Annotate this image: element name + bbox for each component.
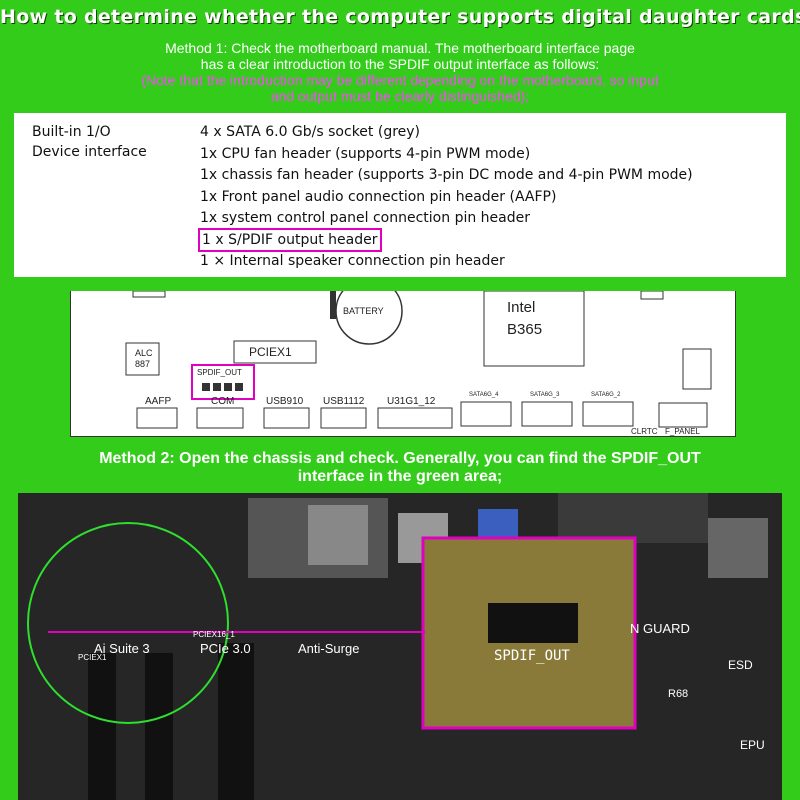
sata3-label: SATA6G_3 — [530, 392, 560, 398]
aafp-label: AAFP — [145, 396, 172, 407]
manual-item: 1x system control panel connection pin h… — [200, 210, 530, 226]
photo-anti-surge: Anti-Surge — [298, 641, 360, 656]
photo-r68: R68 — [668, 688, 689, 700]
photo-pciex16: PCIEX16_1 — [193, 630, 235, 639]
photo-guard: N GUARD — [630, 621, 690, 636]
intel-label: Intel — [507, 299, 536, 316]
manual-label-device: Device interface — [32, 144, 147, 160]
u31g1-label: U31G1_12 — [387, 396, 436, 407]
photo-spdif-label: SPDIF_OUT — [494, 648, 570, 664]
clrtc-label: CLRTC — [631, 427, 658, 436]
board-layout-diagram: BATTERY Intel B365 ALC 887 PCIEX1 SPDIF_… — [70, 291, 736, 437]
manual-item-spdif-highlight: 1 x S/PDIF output header — [198, 228, 382, 252]
board-drawing — [125, 291, 712, 429]
method1-line2: has a clear introduction to the SPDIF ou… — [200, 56, 600, 72]
photo-pcie: PCIe 3.0 — [200, 641, 251, 656]
fpanel-label: F_PANEL — [665, 427, 700, 436]
manual-item: 1x chassis fan header (supports 3-pin DC… — [200, 167, 693, 183]
page-title: How to determine whether the computer su… — [0, 6, 800, 28]
manual-item: 1 × Internal speaker connection pin head… — [200, 253, 505, 269]
spdif-out-label: SPDIF_OUT — [197, 368, 242, 377]
photo-ai-suite: Ai Suite 3 — [94, 641, 150, 656]
usb1112-label: USB1112 — [323, 396, 365, 407]
photo-drawing — [18, 493, 782, 800]
manual-item: 4 x SATA 6.0 Gb/s socket (grey) — [200, 124, 421, 140]
manual-label-builtin: Built-in 1/O — [32, 124, 111, 140]
alc-label: ALC — [135, 348, 153, 358]
manual-item: 1x Front panel audio connection pin head… — [200, 189, 557, 205]
pciex1-slot-label: PCIEX1 — [249, 345, 292, 359]
battery-label: BATTERY — [343, 306, 384, 316]
manual-excerpt: Built-in 1/O Device interface 4 x SATA 6… — [14, 113, 786, 277]
method2-text: Method 2: Open the chassis and check. Ge… — [0, 450, 800, 486]
photo-pciex1: PCIEX1 — [78, 653, 107, 662]
photo-esd: ESD — [728, 658, 753, 672]
alc-number: 887 — [135, 359, 151, 369]
com-label: COM — [211, 396, 235, 407]
method2-line1: Method 2: Open the chassis and check. Ge… — [99, 450, 701, 467]
photo-epu: EPU — [740, 738, 765, 752]
method1-text: Method 1: Check the motherboard manual. … — [0, 40, 800, 104]
method1-note1: (Note that the introduction may be diffe… — [141, 72, 659, 88]
manual-item: 1x CPU fan header (supports 4-pin PWM mo… — [200, 146, 531, 162]
sata4-label: SATA6G_4 — [469, 392, 499, 398]
usb910-label: USB910 — [266, 396, 304, 407]
chipset-label: B365 — [507, 321, 543, 338]
motherboard-photo: SPDIF_OUT Ai Suite 3 PCIe 3.0 Anti-Surge… — [18, 493, 782, 800]
sata2-label: SATA6G_2 — [591, 392, 621, 398]
method1-note2: and output must be clearly distinguished… — [270, 88, 530, 104]
method2-line2: interface in the green area; — [297, 468, 503, 485]
method1-line1: Method 1: Check the motherboard manual. … — [165, 40, 635, 56]
